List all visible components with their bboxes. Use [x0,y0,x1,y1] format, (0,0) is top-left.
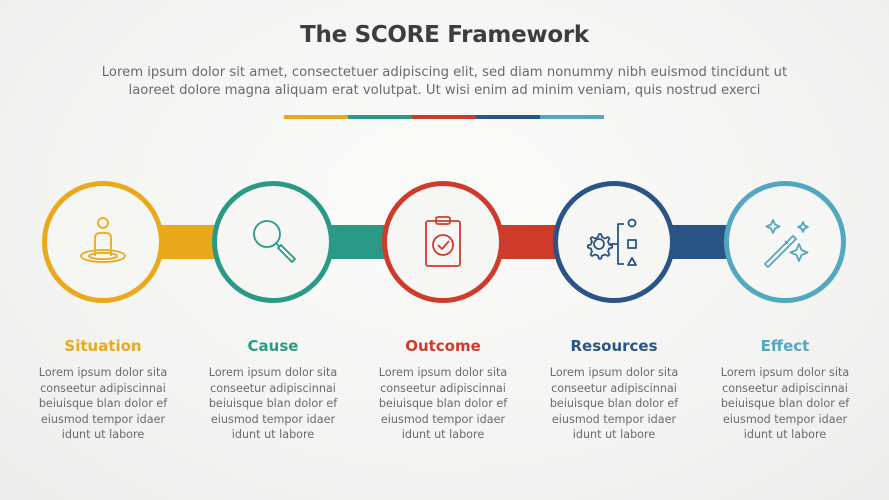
step-circle-cause [212,181,334,303]
step-circle-effect [724,181,846,303]
step-circle-resources [553,181,675,303]
desc-line: Lorem ipsum dolor sita [720,366,850,379]
divider-segment-situation [284,115,348,119]
step-circle-outcome [382,181,504,303]
divider-segment-outcome [412,115,476,119]
desc-line: idunt ut labore [572,428,656,441]
step-label-resources: Resources [570,337,658,355]
desc-line: Lorem ipsum dolor sita [549,366,679,379]
desc-line: beiuisque blan dolor ef [720,397,850,410]
step-desc-situation: Lorem ipsum dolor sita conseetur adipisc… [18,365,188,443]
subtitle-line-2: laoreet dolore magna aliquam erat volutp… [128,83,761,98]
desc-line: eiusmod tempor idaer [380,412,506,426]
clipboard-check-icon [425,216,461,267]
step-circle-situation [42,181,164,303]
step-desc-resources: Lorem ipsum dolor sita conseetur adipisc… [529,365,699,443]
step-label-effect: Effect [760,337,810,355]
desc-line: beiuisque blan dolor ef [38,397,168,410]
desc-line: idunt ut labore [61,428,145,441]
divider-segment-effect [540,115,604,119]
desc-line: eiusmod tempor idaer [210,412,336,426]
color-divider [284,115,604,119]
desc-line: conseetur adipiscinnai [551,381,677,395]
desc-line: conseetur adipiscinnai [210,381,336,395]
step-desc-effect: Lorem ipsum dolor sita conseetur adipisc… [700,365,870,443]
desc-line: Lorem ipsum dolor sita [378,366,508,379]
divider-segment-resources [476,115,540,119]
page-subtitle: Lorem ipsum dolor sit amet, consectetuer… [60,64,829,100]
person-target-icon [80,217,126,263]
desc-line: beiuisque blan dolor ef [208,397,338,410]
magnifier-icon [253,220,296,263]
step-desc-cause: Lorem ipsum dolor sita conseetur adipisc… [188,365,358,443]
desc-line: beiuisque blan dolor ef [549,397,679,410]
magic-wand-icon [764,219,809,268]
gear-shapes-icon [586,218,637,266]
desc-line: idunt ut labore [401,428,485,441]
desc-line: conseetur adipiscinnai [40,381,166,395]
desc-line: conseetur adipiscinnai [722,381,848,395]
divider-segment-cause [348,115,412,119]
step-label-outcome: Outcome [405,337,481,355]
desc-line: idunt ut labore [743,428,827,441]
step-label-cause: Cause [247,337,299,355]
desc-line: idunt ut labore [231,428,315,441]
subtitle-line-1: Lorem ipsum dolor sit amet, consectetuer… [101,65,788,80]
desc-line: Lorem ipsum dolor sita [38,366,168,379]
step-label-situation: Situation [64,337,142,355]
desc-line: beiuisque blan dolor ef [378,397,508,410]
desc-line: eiusmod tempor idaer [551,412,677,426]
step-desc-outcome: Lorem ipsum dolor sita conseetur adipisc… [358,365,528,443]
desc-line: Lorem ipsum dolor sita [208,366,338,379]
desc-line: eiusmod tempor idaer [722,412,848,426]
desc-line: conseetur adipiscinnai [380,381,506,395]
desc-line: eiusmod tempor idaer [40,412,166,426]
page-title: The SCORE Framework [300,22,589,48]
